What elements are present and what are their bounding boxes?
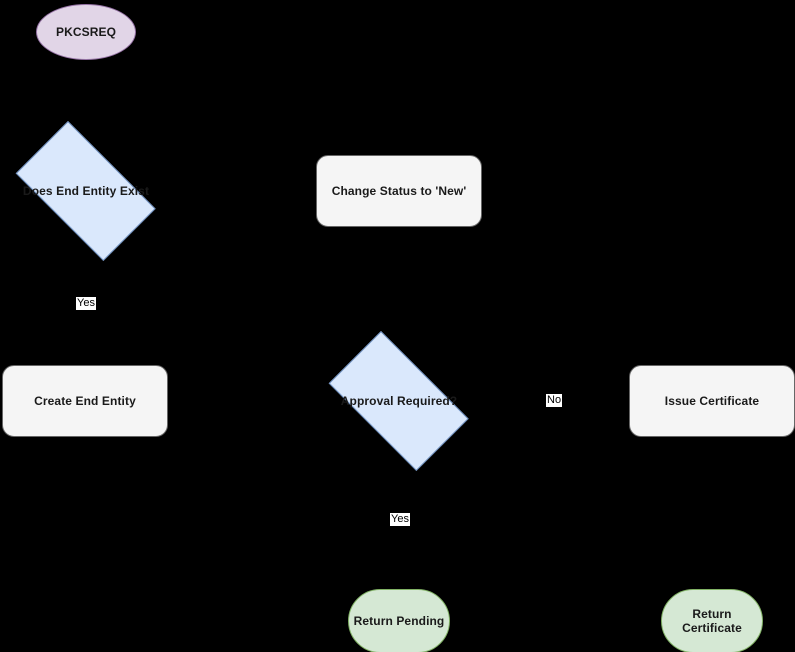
- node-label: Change Status to 'New': [331, 183, 467, 198]
- node-pkcsreq[interactable]: PKCSREQ: [36, 4, 136, 60]
- node-return-certificate[interactable]: Return Certificate: [661, 589, 763, 652]
- node-label: Issue Certificate: [664, 393, 760, 408]
- node-label: Create End Entity: [34, 393, 136, 408]
- edge-label-yes-exists: Yes: [76, 297, 96, 310]
- node-does-end-entity-exist[interactable]: Does End Entity Exist: [0, 121, 174, 261]
- node-return-pending[interactable]: Return Pending: [348, 589, 450, 652]
- node-approval-required[interactable]: Approval Required?: [311, 331, 487, 471]
- node-label: Return Certificate: [682, 606, 742, 635]
- node-issue-certificate[interactable]: Issue Certificate: [629, 365, 795, 437]
- edge-label-no-approval: No: [546, 394, 563, 407]
- node-change-status-to-new[interactable]: Change Status to 'New': [316, 155, 482, 227]
- node-label: Approval Required?: [340, 393, 458, 408]
- edge-label-yes-approval: Yes: [390, 513, 410, 526]
- node-label: Return Pending: [353, 613, 445, 628]
- node-label: PKCSREQ: [55, 24, 117, 39]
- node-create-end-entity[interactable]: Create End Entity: [2, 365, 168, 437]
- node-label: Does End Entity Exist: [22, 183, 150, 198]
